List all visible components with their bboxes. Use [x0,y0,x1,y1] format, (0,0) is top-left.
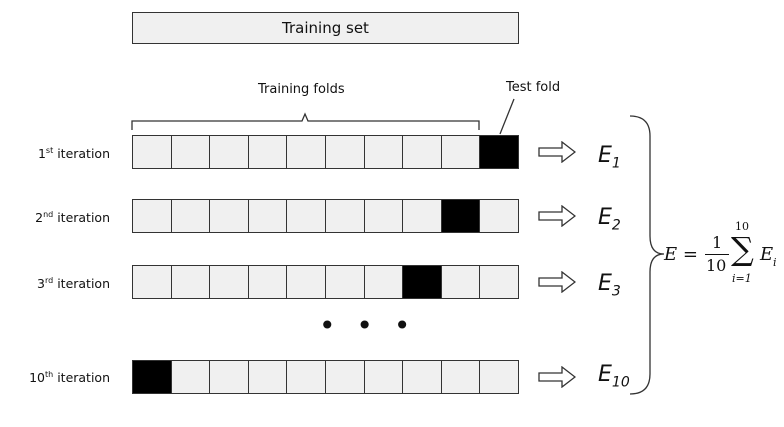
iteration-number: 10 [29,370,45,385]
training-fold-cell [287,136,326,168]
training-fold-cell [210,361,249,393]
training-fold-cell [441,361,481,393]
formula-numerator: 1 [712,233,723,252]
training-fold-cell [133,266,172,298]
fold-row [132,265,519,299]
training-fold-cell [325,266,365,298]
formula-sum-upper: 10 [735,220,749,233]
formula-sigma: ∑ [731,230,754,268]
training-fold-cell [480,266,518,298]
training-fold-cell [248,200,288,232]
test-fold-pointer [499,98,515,135]
training-fold-cell [248,361,288,393]
training-fold-cell [171,200,211,232]
fold-error-label: E10 [598,362,630,391]
training-fold-cell [403,200,442,232]
fold-error-label: E3 [598,271,621,300]
training-fold-cell [364,200,404,232]
error-symbol: E [598,271,612,296]
error-subscript: 1 [611,155,621,172]
fold-row [132,360,519,394]
error-subscript: 3 [611,283,621,300]
error-subscript: 10 [611,374,630,391]
training-fold-cell [480,361,518,393]
formula-sum-lower: i=1 [732,272,752,285]
iteration-ordinal-suffix: th [45,369,54,379]
training-fold-cell [441,266,481,298]
formula-fraction-bar [705,254,729,255]
error-subscript: 2 [611,217,621,234]
iteration-label: 2nd iteration [0,210,110,225]
training-set-box: Training set [132,12,519,44]
training-fold-cell [480,200,518,232]
training-fold-cell [210,136,249,168]
ellipsis: • • • [319,309,417,342]
iteration-ordinal-suffix: nd [43,209,54,219]
training-fold-cell [133,136,172,168]
test-fold-cell [441,200,481,232]
fold-error-label: E1 [598,143,621,172]
fold-error-label: E2 [598,205,621,234]
training-fold-cell [403,361,442,393]
training-fold-cell [210,200,249,232]
iteration-ordinal-suffix: st [45,145,54,155]
training-fold-cell [325,361,365,393]
training-fold-cell [364,266,404,298]
iteration-label: 10th iteration [0,370,110,385]
test-fold-cell [133,361,172,393]
iteration-ordinal-suffix: rd [44,275,54,285]
iteration-number: 3 [37,276,45,291]
training-folds-label: Training folds [258,82,345,97]
training-fold-cell [248,266,288,298]
training-folds-brace [131,112,480,130]
hollow-right-arrow-icon [538,205,576,227]
training-fold-cell [171,266,211,298]
average-error-formula: E = 1 10 10 ∑ i=1 E i [664,218,782,298]
hollow-right-arrow-icon [538,366,576,388]
formula-term-sub: i [773,256,777,269]
training-fold-cell [287,266,326,298]
test-fold-cell [403,266,442,298]
iteration-label: 3rd iteration [0,276,110,291]
training-set-label: Training set [282,19,369,37]
iteration-label: 1st iteration [0,146,110,161]
test-fold-label: Test fold [506,80,561,95]
iteration-word: iteration [53,370,110,385]
error-symbol: E [598,205,612,230]
training-fold-cell [325,200,365,232]
fold-row [132,135,519,169]
formula-term-base: E [760,244,774,265]
training-fold-cell [441,136,481,168]
formula-denominator: 10 [706,256,727,275]
fold-row [132,199,519,233]
training-fold-cell [210,266,249,298]
iteration-word: iteration [53,276,110,291]
formula-lhs: E = [664,244,698,265]
training-fold-cell [287,200,326,232]
training-fold-cell [171,361,211,393]
hollow-right-arrow-icon [538,141,576,163]
training-fold-cell [171,136,211,168]
training-fold-cell [325,136,365,168]
hollow-right-arrow-icon [538,271,576,293]
training-fold-cell [403,136,442,168]
iteration-number: 2 [35,210,44,225]
error-symbol: E [598,362,612,387]
iteration-word: iteration [53,146,110,161]
test-fold-cell [480,136,518,168]
iteration-number: 1 [37,146,46,161]
training-fold-cell [248,136,288,168]
training-fold-cell [364,136,404,168]
iterations-right-brace [629,115,665,395]
training-fold-cell [364,361,404,393]
training-fold-cell [133,200,172,232]
iteration-word: iteration [53,210,110,225]
training-fold-cell [287,361,326,393]
error-symbol: E [598,143,612,168]
